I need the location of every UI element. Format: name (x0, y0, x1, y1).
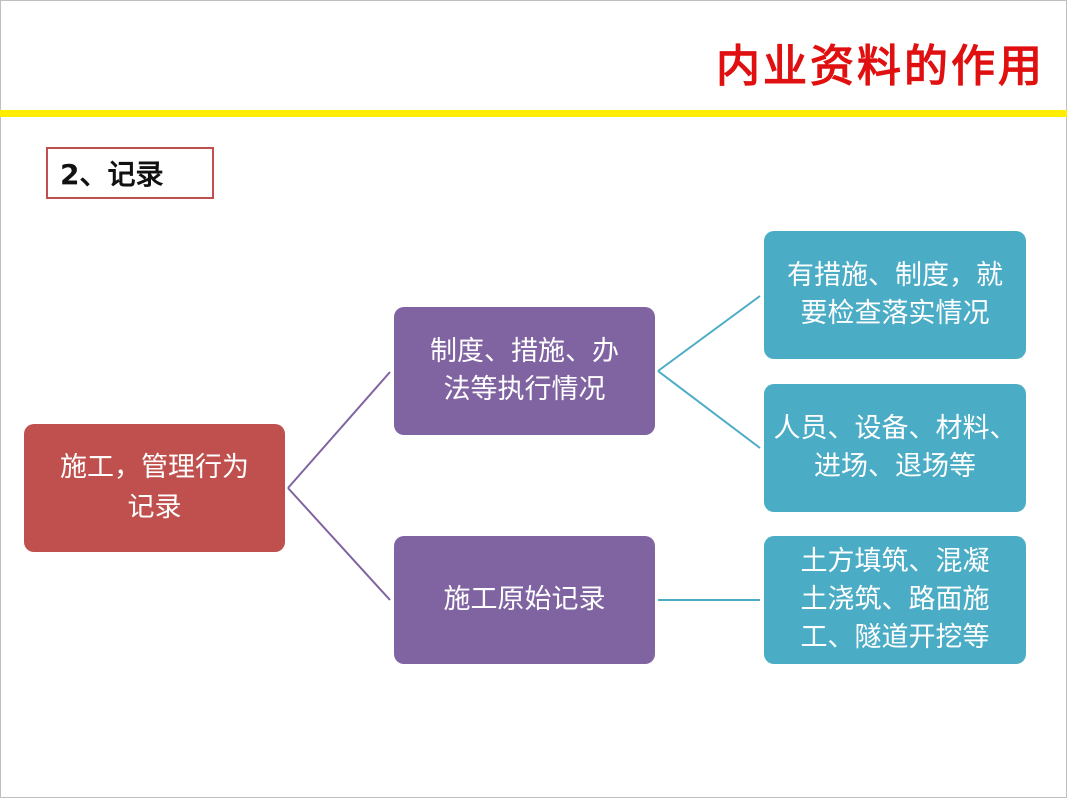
branch-node-1-line-1: 制度、措施、办 (430, 336, 619, 367)
leaf-node-3: 土方填筑、混凝 土浇筑、路面施 工、隧道开挖等 (764, 536, 1026, 664)
root-node-line-2: 记录 (127, 492, 182, 523)
leaf-node-3-line-3: 工、隧道开挖等 (800, 622, 990, 653)
branch-node-1: 制度、措施、办 法等执行情况 (394, 307, 655, 435)
leaf-node-1-line-2: 要检查落实情况 (800, 298, 990, 329)
leaf-node-3-line-2: 土浇筑、路面施 (800, 584, 990, 615)
leaf-node-2-line-1: 人员、设备、材料、 (773, 413, 1017, 444)
leaf-node-3-line-1: 土方填筑、混凝 (800, 546, 990, 577)
connector-branch-1-to-leaf-1 (657, 295, 761, 372)
connector-root-to-branch-2 (287, 487, 391, 601)
connector-branch-1-to-leaf-2 (657, 370, 761, 449)
title-underline-bar (0, 110, 1067, 117)
root-node: 施工，管理行为 记录 (24, 424, 285, 552)
branch-node-2-line-1: 施工原始记录 (443, 584, 606, 615)
leaf-node-2: 人员、设备、材料、 进场、退场等 (764, 384, 1026, 512)
connector-root-to-branch-1 (287, 371, 391, 489)
leaf-node-1-line-1: 有措施、制度，就 (787, 260, 1003, 291)
leaf-node-1: 有措施、制度，就 要检查落实情况 (764, 231, 1026, 359)
branch-node-1-line-2: 法等执行情况 (443, 374, 606, 405)
branch-node-2: 施工原始记录 (394, 536, 655, 664)
leaf-node-2-line-2: 进场、退场等 (814, 451, 976, 482)
root-node-line-1: 施工，管理行为 (60, 452, 249, 483)
slide-title: 内业资料的作用 (716, 41, 1045, 92)
section-label: 2、记录 (46, 147, 214, 199)
